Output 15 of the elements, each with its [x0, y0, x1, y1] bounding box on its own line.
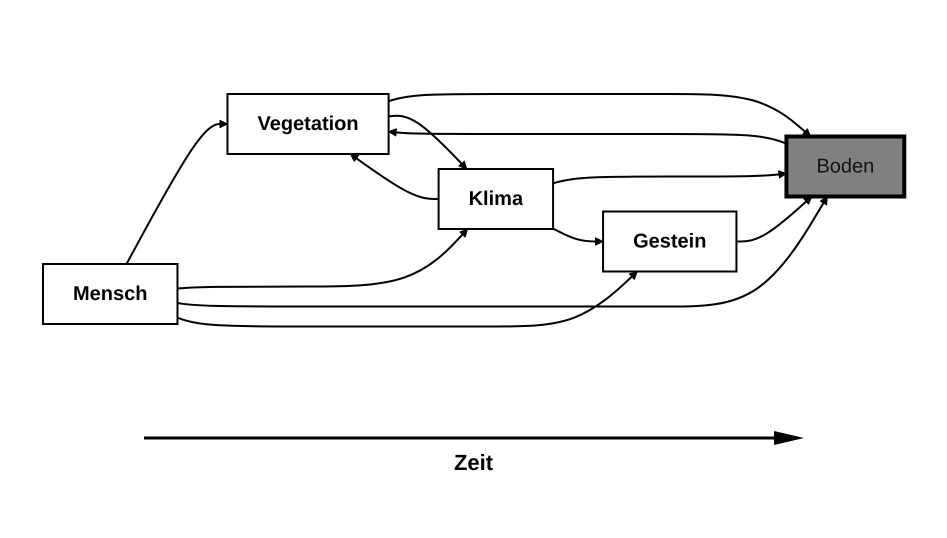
axis-label: Zeit: [454, 450, 494, 475]
arrow: [388, 92, 811, 137]
arrow: [177, 270, 638, 328]
node-box: Klima: [437, 168, 554, 230]
node-box: Gestein: [602, 210, 738, 272]
arrow: [177, 196, 828, 308]
arrow: [552, 227, 604, 246]
arrow: [126, 119, 228, 264]
node-box: Mensch: [42, 262, 178, 325]
node-box: Boden: [784, 134, 906, 198]
node-box: Vegetation: [226, 92, 390, 155]
arrow: [350, 153, 438, 200]
arrow: [736, 196, 812, 242]
arrow: [388, 114, 468, 170]
arrow: [177, 228, 468, 290]
